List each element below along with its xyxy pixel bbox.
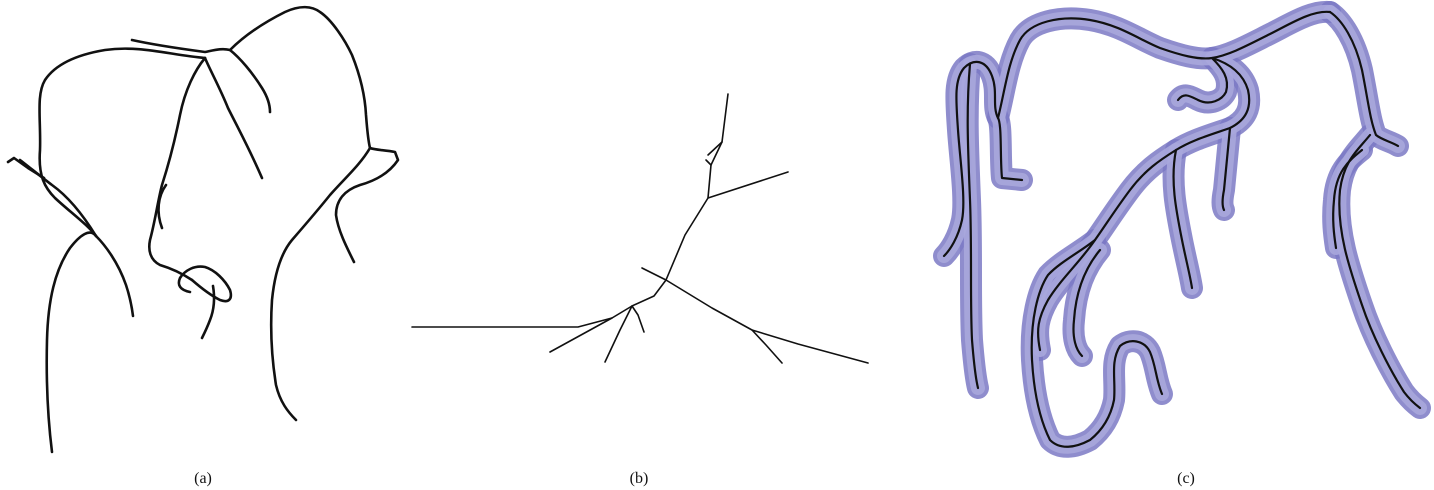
panel-b: (b) bbox=[400, 0, 880, 490]
vessel-centerlines bbox=[942, 10, 1422, 448]
panel-c: (c) bbox=[930, 0, 1434, 490]
panel-b-tree bbox=[411, 93, 869, 364]
panel-c-vessels bbox=[933, 0, 1431, 458]
panel-a: (a) bbox=[0, 0, 420, 490]
vessel-paths bbox=[933, 0, 1431, 458]
panel-c-caption: (c) bbox=[1177, 470, 1195, 487]
panel-a-caption: (a) bbox=[194, 470, 212, 487]
panel-b-caption: (b) bbox=[629, 470, 649, 487]
panel-a-skeleton bbox=[6, 5, 400, 454]
